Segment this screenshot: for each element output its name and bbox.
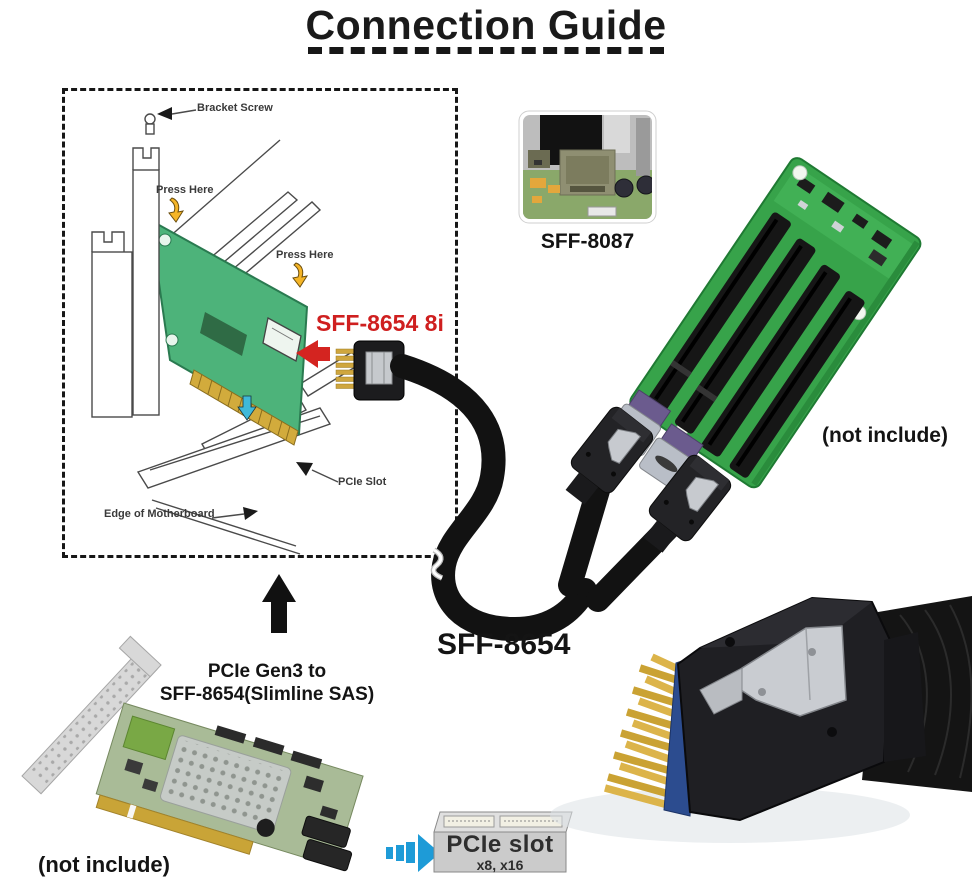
sff8654-connector-closeup [550, 596, 972, 843]
insert-direction-arrow-icon [237, 395, 257, 421]
cable-sff8654-plug [335, 340, 405, 401]
adapter-card-title: PCIe Gen3 to SFF-8654(Slimline SAS) [142, 660, 392, 706]
up-arrow-icon [262, 574, 296, 633]
mini-sas-connector-1 [565, 406, 654, 505]
red-arrow-icon [296, 340, 330, 368]
motherboard-edge-label: Edge of Motherboard [104, 508, 215, 520]
pcie-slot-callout: PCIe slot x8, x16 [434, 831, 566, 873]
sff8654-cable-assembly [335, 340, 732, 641]
mini-sas-connector-2 [643, 454, 732, 553]
pcie-slot-callout-label: PCIe slot [446, 831, 554, 858]
adapter-card-title-line1: PCIe Gen3 to [207, 661, 327, 682]
pcie-slot-illustration [433, 811, 573, 873]
cable-ribbon [390, 354, 597, 641]
adapter-card-photo [21, 635, 364, 872]
pcie-slot-callout-sizes: x8, x16 [476, 857, 524, 873]
card-bracket [21, 635, 162, 795]
card-connector-label: SFF-8654 8i [316, 310, 444, 336]
press-here-top-label: Press Here [156, 184, 214, 196]
pcie-card-drawing [132, 147, 309, 446]
installation-diagram-box [62, 88, 458, 558]
bracket-screw-label: Bracket Screw [197, 102, 273, 114]
cable-caption: SFF-8654 [437, 628, 571, 661]
sff8087-photo [518, 110, 657, 224]
press-here-side-label: Press Here [276, 249, 334, 261]
page-title: Connection Guide [305, 2, 667, 48]
sff8087-caption: SFF-8087 [540, 230, 635, 253]
card-not-include-label: (not include) [38, 852, 170, 877]
adapter-card-title-line2: SFF-8654(Slimline SAS) [159, 684, 375, 705]
card-pcb [95, 702, 364, 872]
press-here-arrow-icons [168, 197, 309, 288]
title-underline [308, 47, 664, 54]
blue-arrow-icon [386, 834, 440, 872]
riser-not-include-label: (not include) [822, 424, 948, 447]
pcie-slot-label: PCIe Slot [338, 476, 387, 488]
